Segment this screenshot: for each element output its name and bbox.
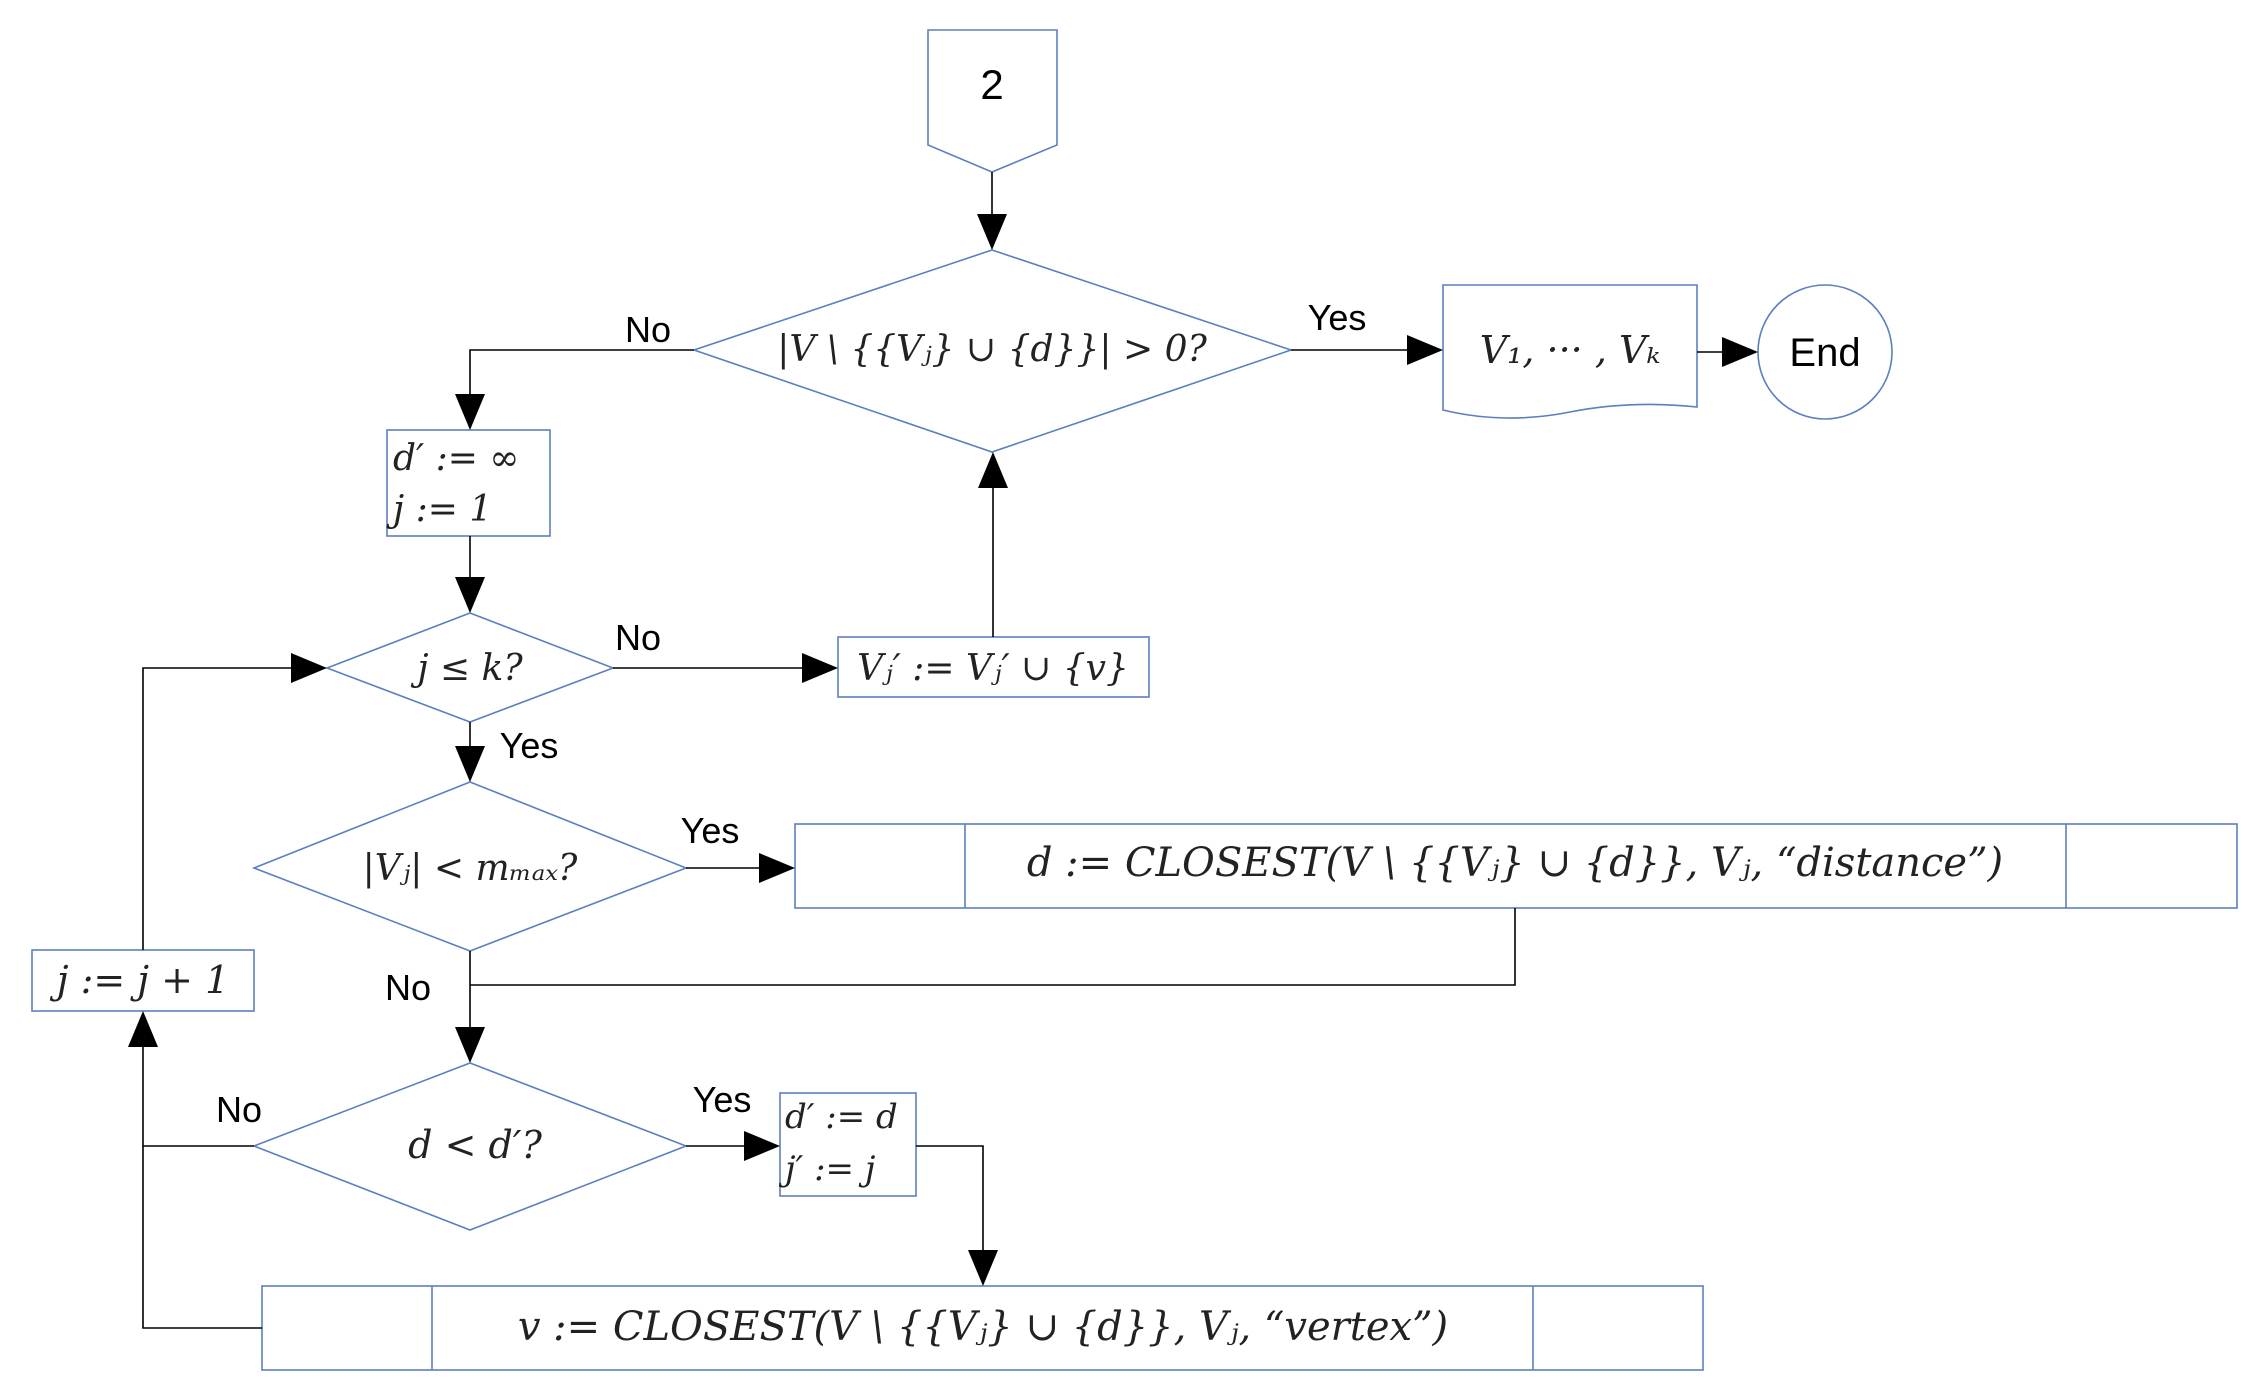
offpage-connector-label: 2: [980, 61, 1003, 108]
edge-size-yes-arrowhead: [759, 853, 795, 883]
closest-distance-box: [794, 823, 2238, 909]
edge-label-size-yes: Yes: [681, 810, 740, 851]
edge-update-to-closest-vertex: [916, 1145, 984, 1252]
edge-closest-distance-return: [470, 908, 1516, 986]
edge-closest-vertex-loop: [142, 1146, 262, 1329]
decision-size-limit-label: |Vⱼ| < mₘₐₓ?: [363, 848, 578, 889]
edge-increment-to-j-le-k: [142, 667, 293, 950]
decision-remaining-vertices-label: |V \ {{Vⱼ} ∪ {d}}| > 0?: [777, 329, 1207, 370]
init-process-box: [386, 429, 551, 537]
edge-label-remaining-no: No: [625, 309, 671, 350]
offpage-connector-shape: [927, 29, 1058, 173]
edge-label-j-le-k-yes: Yes: [500, 725, 559, 766]
output-document-shape: [1442, 284, 1698, 419]
init-line-2: j := 1: [386, 489, 492, 530]
update-best-box: [779, 1092, 917, 1197]
increment-j-label: j := j + 1: [50, 958, 230, 1002]
update-best-line-2: j′ := j: [778, 1149, 876, 1189]
update-best-line-1: d′ := d: [785, 1097, 898, 1137]
edge-init-to-j-le-k-arrowhead: [455, 577, 485, 613]
decision-d-less: [251, 1062, 689, 1231]
edge-d-less-yes-arrowhead: [744, 1131, 780, 1161]
edge-assign-to-remaining-arrowhead: [978, 452, 1008, 488]
output-document-label: V₁, ··· , Vₖ: [1480, 328, 1661, 372]
edge-size-no-arrowhead: [455, 1027, 485, 1063]
closest-vertex-box: [261, 1285, 1704, 1371]
edge-connector-to-remaining-arrowhead: [977, 214, 1007, 250]
decision-d-less-label: d < d′?: [408, 1123, 542, 1167]
decision-remaining-vertices: [691, 249, 1294, 453]
edge-output-to-end-arrowhead: [1722, 337, 1758, 367]
edge-label-size-no: No: [385, 967, 431, 1008]
edge-label-d-less-no: No: [216, 1089, 262, 1130]
edge-j-le-k-no-arrowhead: [802, 653, 838, 683]
decision-j-le-k-label: j ≤ k?: [410, 648, 523, 689]
edge-increment-to-j-le-k-arrowhead: [291, 653, 327, 683]
end-terminal-label: End: [1789, 331, 1860, 375]
init-line-1: d′ := ∞: [393, 438, 519, 479]
edge-d-less-no-arrowhead: [128, 1011, 158, 1047]
edge-update-to-closest-vertex-arrowhead: [968, 1250, 998, 1286]
assign-vertex-label: Vⱼ′ := Vⱼ′ ∪ {v}: [857, 648, 1129, 689]
edge-j-le-k-yes-arrowhead: [455, 746, 485, 782]
edge-label-remaining-yes: Yes: [1308, 297, 1367, 338]
edges: [128, 172, 1758, 1329]
edge-remaining-yes-arrowhead: [1407, 335, 1443, 365]
closest-distance-label: d := CLOSEST(V \ {{Vⱼ} ∪ {d}}, Vⱼ, “dist…: [1027, 840, 2003, 886]
edge-remaining-no: [469, 349, 694, 396]
assign-vertex-box: [837, 636, 1150, 698]
edge-remaining-no-arrowhead: [455, 394, 485, 430]
closest-vertex-label: v := CLOSEST(V \ {{Vⱼ} ∪ {d}}, Vⱼ, “vert…: [518, 1304, 1448, 1350]
edge-label-d-less-yes: Yes: [693, 1079, 752, 1120]
edge-label-j-le-k-no: No: [615, 617, 661, 658]
